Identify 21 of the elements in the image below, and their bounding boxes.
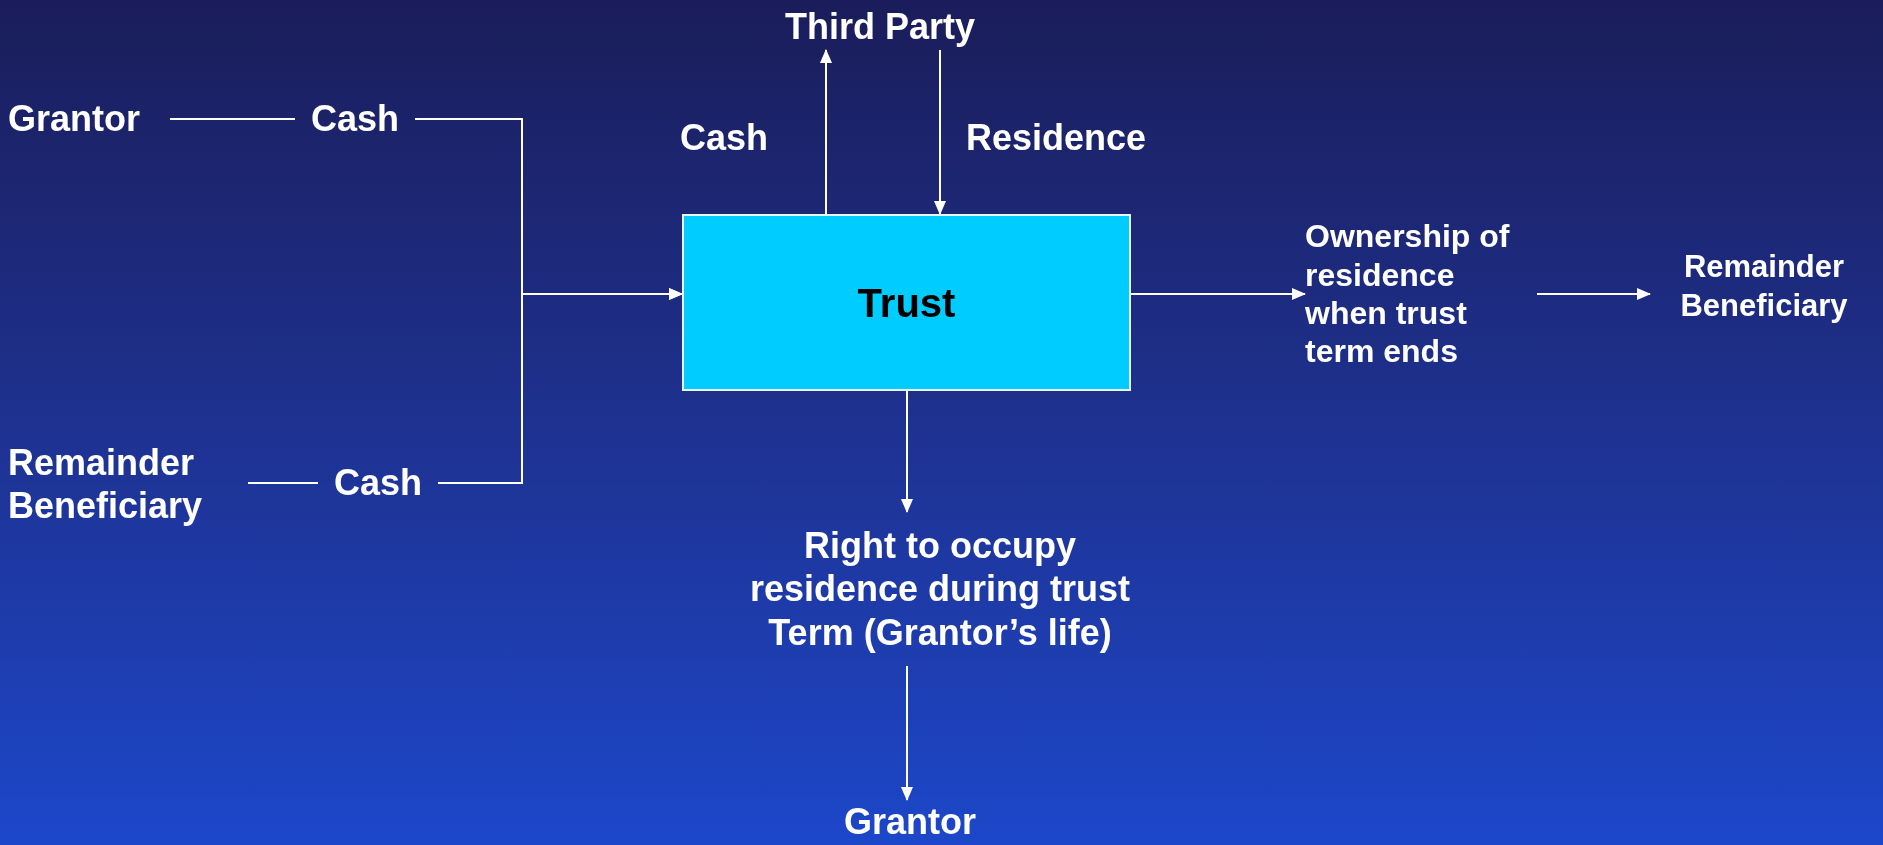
arrow	[901, 390, 913, 513]
arrow	[1130, 288, 1306, 300]
arrow	[1536, 288, 1651, 300]
edge-label: Residence	[966, 116, 1147, 160]
arrow	[901, 665, 913, 801]
party-label: Third Party	[750, 4, 1010, 50]
flow-label: Cash	[295, 96, 415, 142]
party-label: Remainder Beneficiary	[8, 440, 248, 528]
outcome-label: Right to occupy residence during trust Term (Grantor’s life)	[720, 512, 1160, 666]
arrow	[934, 49, 946, 215]
edge-label: Cash	[680, 116, 769, 160]
connector-line	[169, 118, 296, 120]
trust-box: Trust	[682, 214, 1131, 391]
arrow	[437, 288, 683, 484]
arrow	[820, 49, 832, 215]
party-label: Remainder Beneficiary	[1650, 246, 1878, 328]
outcome-label: Ownership of residence when trust term ends	[1305, 212, 1537, 376]
party-label: Grantor	[8, 96, 170, 142]
party-label: Grantor	[820, 800, 1000, 844]
connector-line	[247, 482, 319, 484]
flow-label: Cash	[318, 460, 438, 506]
